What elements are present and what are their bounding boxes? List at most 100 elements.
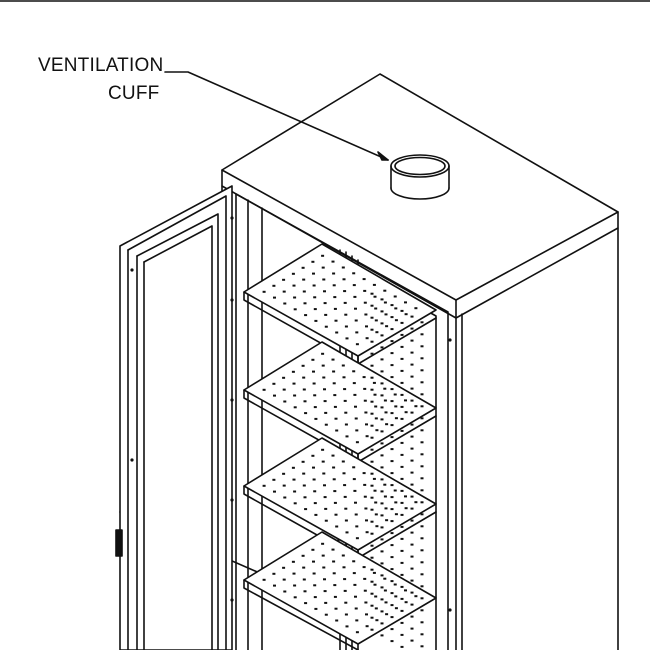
perforation-hole	[394, 307, 398, 310]
perforation-hole	[400, 477, 404, 480]
perforation-hole	[370, 616, 374, 619]
perforation-hole	[400, 561, 404, 564]
perforation-hole	[370, 628, 374, 631]
perforation-hole	[420, 513, 424, 516]
perforation-hole	[262, 484, 266, 487]
perforation-hole	[343, 290, 347, 293]
perforation-hole	[354, 501, 357, 504]
perforation-hole	[335, 619, 339, 622]
perforation-hole	[420, 381, 424, 384]
perforation-hole	[390, 436, 394, 439]
perforation-hole	[420, 585, 424, 588]
perforation-hole	[420, 477, 424, 480]
perforation-hole	[364, 601, 368, 604]
perforation-hole	[372, 571, 376, 574]
perforation-hole	[352, 370, 356, 373]
perforation-hole	[293, 406, 297, 409]
perforation-hole	[380, 346, 384, 349]
perforation-hole	[372, 381, 376, 384]
perforation-hole	[420, 441, 424, 444]
perforation-hole	[302, 566, 306, 569]
perforation-hole	[293, 308, 297, 311]
perforation-hole	[323, 400, 327, 403]
perforation-hole	[420, 573, 424, 576]
perforation-hole	[321, 266, 325, 269]
perforation-hole	[362, 566, 366, 569]
perforation-hole	[390, 328, 394, 331]
perforation-hole	[354, 319, 358, 322]
perforation-hole	[301, 460, 305, 463]
leader-arrowhead	[377, 151, 389, 161]
perforation-hole	[312, 272, 315, 275]
perforation-hole	[272, 572, 276, 575]
perforation-hole	[380, 406, 384, 409]
perforation-hole	[384, 507, 388, 510]
perforation-hole	[420, 537, 424, 540]
perforation-hole	[345, 531, 349, 534]
perforation-hole	[324, 613, 328, 616]
perforation-hole	[410, 411, 414, 414]
perforation-hole	[420, 453, 424, 456]
perforation-hole	[344, 325, 348, 328]
perforation-hole	[283, 400, 287, 403]
perforation-hole	[324, 423, 328, 426]
perforation-hole	[343, 301, 347, 304]
perforation-hole	[311, 548, 315, 551]
perforation-hole	[400, 501, 404, 504]
perforation-hole	[375, 331, 379, 334]
perforation-hole	[324, 313, 328, 316]
perforation-hole	[390, 604, 394, 607]
perforation-hole	[293, 596, 297, 599]
perforation-hole	[390, 472, 394, 475]
perforation-hole	[355, 525, 359, 528]
perforation-hole	[313, 394, 317, 397]
perforation-hole	[282, 376, 286, 379]
perforation-hole	[353, 489, 357, 492]
perforation-hole	[321, 448, 325, 451]
perforation-hole	[420, 489, 424, 492]
perforation-hole	[332, 370, 336, 373]
perforation-hole	[321, 460, 325, 463]
perforation-hole	[373, 393, 377, 396]
perforation-hole	[383, 495, 387, 498]
perforation-hole	[380, 370, 384, 373]
perforation-hole	[324, 325, 328, 328]
perforation-hole	[365, 325, 368, 328]
perforation-hole	[400, 405, 404, 408]
perforation-hole	[380, 514, 384, 517]
perforation-hole	[394, 595, 398, 598]
perforation-hole	[370, 472, 374, 475]
perforation-hole	[352, 560, 356, 563]
perforation-hole	[410, 423, 414, 426]
perforation-hole	[414, 405, 418, 408]
perforation-hole	[404, 411, 408, 414]
rivets	[130, 216, 452, 612]
perforation-hole	[314, 607, 318, 610]
perforation-hole	[353, 295, 357, 298]
perforation-hole	[283, 496, 287, 499]
perforation-hole	[343, 399, 347, 402]
perforation-hole	[343, 589, 347, 592]
perforation-hole	[404, 589, 407, 592]
perforation-hole	[380, 586, 384, 589]
perforation-hole	[373, 583, 377, 586]
perforation-hole	[324, 411, 328, 414]
perforation-hole	[410, 615, 414, 618]
perforation-hole	[312, 284, 316, 287]
perforation-hole	[342, 376, 346, 379]
perforation-hole	[374, 307, 378, 310]
perforation-hole	[420, 633, 424, 636]
perforation-hole	[420, 525, 424, 528]
perforation-hole	[324, 519, 328, 522]
perforation-hole	[323, 578, 326, 581]
perforation-hole	[390, 520, 394, 523]
perforation-hole	[390, 340, 394, 343]
perforation-hole	[354, 405, 357, 408]
perforation-hole	[400, 369, 404, 372]
perforation-hole	[365, 613, 368, 616]
perforation-hole	[380, 466, 384, 469]
perforation-hole	[343, 388, 347, 391]
perforation-hole	[333, 307, 337, 310]
perforation-hole	[380, 394, 384, 397]
